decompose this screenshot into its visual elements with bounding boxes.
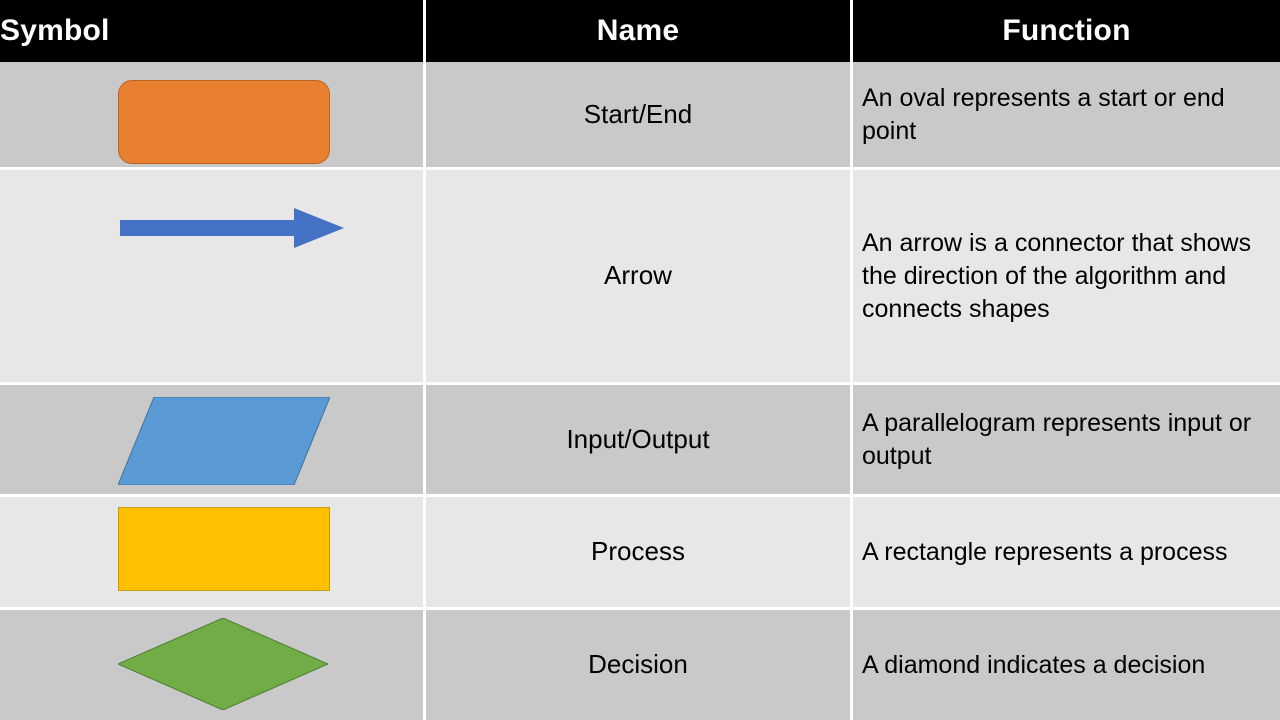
function-cell: A parallelogram represents input or outp… [853, 385, 1280, 497]
symbol-function-description: An oval represents a start or end point [862, 83, 1225, 145]
symbol-cell [0, 497, 426, 610]
name-cell: Process [426, 497, 853, 610]
symbol-canvas [0, 62, 423, 167]
table-row: Arrow An arrow is a connector that shows… [0, 170, 1280, 385]
symbol-canvas [0, 170, 423, 382]
parallelogram-shape-icon [118, 397, 330, 485]
table-row: Decision A diamond indicates a decision [0, 610, 1280, 720]
diamond-shape-icon [118, 618, 328, 710]
name-cell: Input/Output [426, 385, 853, 497]
table-row: Input/Output A parallelogram represents … [0, 385, 1280, 497]
symbol-cell [0, 62, 426, 170]
symbol-function-description: A diamond indicates a decision [862, 650, 1206, 679]
name-cell: Arrow [426, 170, 853, 385]
symbol-name-label: Arrow [604, 260, 672, 291]
function-cell: A diamond indicates a decision [853, 610, 1280, 720]
column-header-symbol: Symbol [0, 0, 426, 62]
symbol-cell [0, 610, 426, 720]
symbol-name-label: Process [591, 536, 685, 567]
symbol-cell [0, 385, 426, 497]
column-header-name: Name [426, 0, 853, 62]
right-arrow-shape-icon [120, 208, 344, 248]
symbol-canvas [0, 385, 423, 494]
symbol-name-label: Input/Output [566, 423, 710, 454]
table-header-row: Symbol Name Function [0, 0, 1280, 62]
symbol-name-label: Decision [588, 649, 688, 680]
name-cell: Decision [426, 610, 853, 720]
name-cell: Start/End [426, 62, 853, 170]
symbol-canvas [0, 610, 423, 720]
rectangle-shape-icon [118, 507, 330, 591]
table-row: Start/End An oval represents a start or … [0, 62, 1280, 170]
symbol-function-description: A parallelogram represents input or outp… [862, 408, 1252, 470]
function-cell: A rectangle represents a process [853, 497, 1280, 610]
symbol-cell [0, 170, 426, 385]
symbol-canvas [0, 497, 423, 607]
table-row: Process A rectangle represents a process [0, 497, 1280, 610]
symbol-function-description: An arrow is a connector that shows the d… [862, 228, 1252, 323]
symbol-name-label: Start/End [583, 98, 693, 129]
function-cell: An arrow is a connector that shows the d… [853, 170, 1280, 385]
column-header-function: Function [853, 0, 1280, 62]
rounded-rectangle-oval-shape-icon [118, 80, 330, 164]
function-cell: An oval represents a start or end point [853, 62, 1280, 170]
symbol-function-description: A rectangle represents a process [862, 537, 1228, 566]
